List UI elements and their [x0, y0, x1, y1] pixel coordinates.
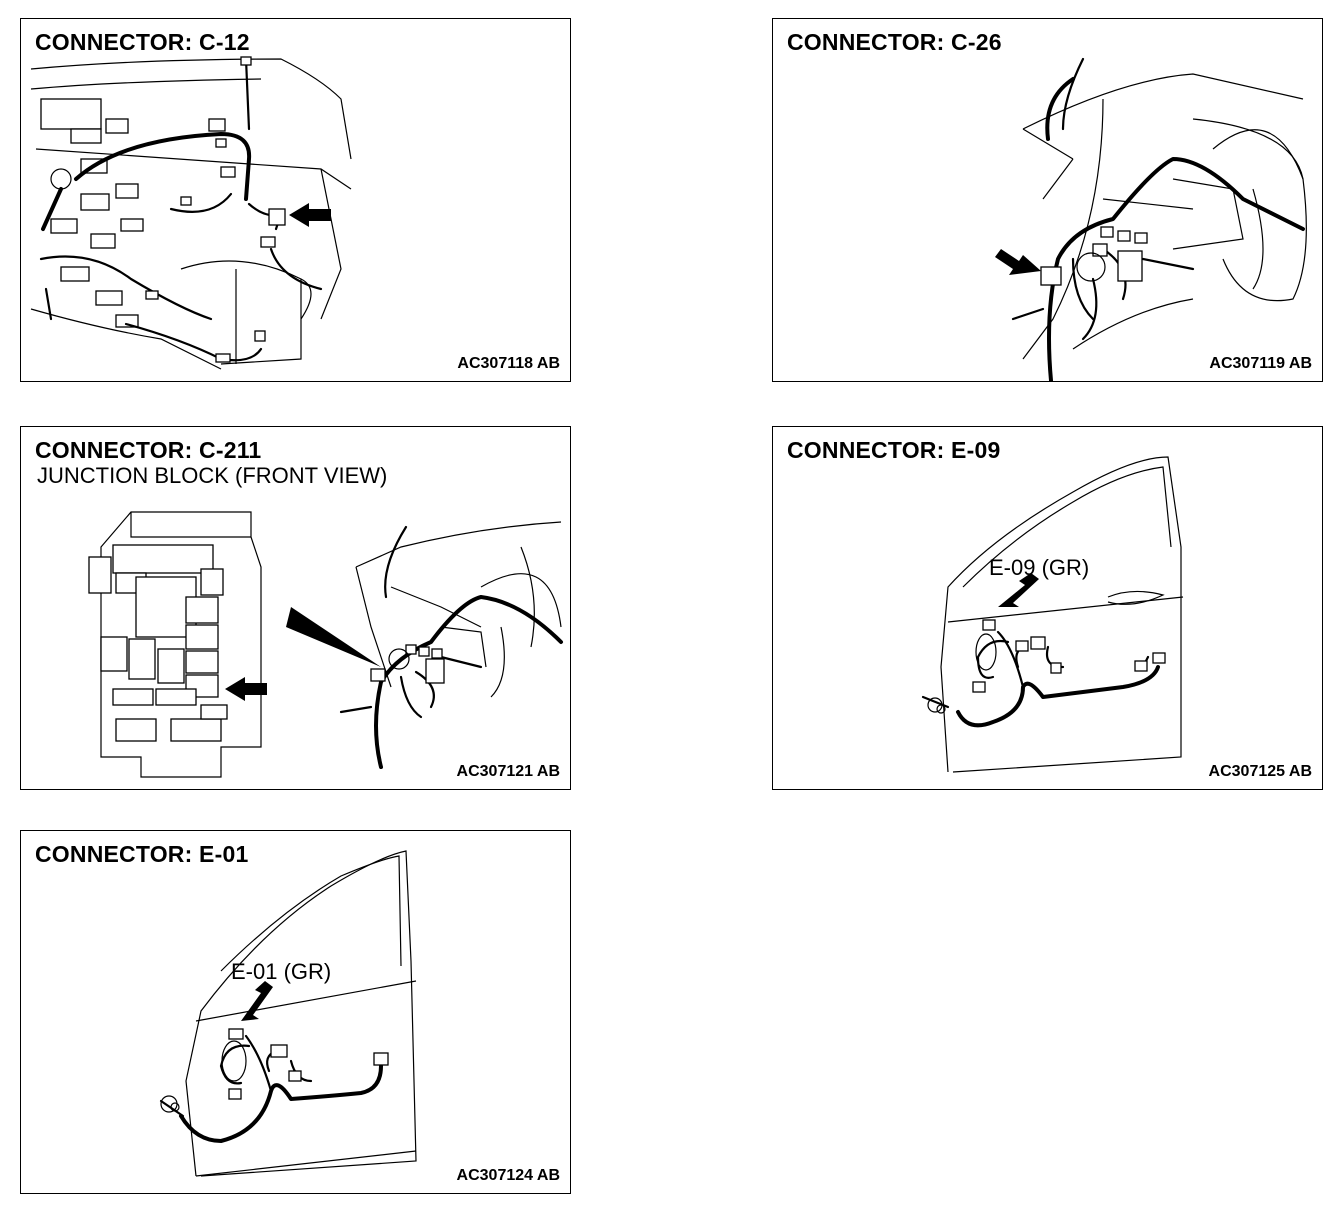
panel-title: CONNECTOR: C-12: [35, 29, 250, 55]
figure-code: AC307124 AB: [456, 1167, 560, 1184]
dashboard-harness-illustration: [30, 56, 352, 370]
rear-door-harness-illustration: [921, 456, 1184, 773]
figure-code: AC307118 AB: [457, 355, 560, 372]
figure-code: AC307125 AB: [1208, 763, 1312, 780]
panel-connector-c211: CONNECTOR: C-211 JUNCTION BLOCK (FRONT V…: [20, 426, 571, 790]
panel-connector-e01: CONNECTOR: E-01 E-01 (GR) AC307124 AB: [20, 830, 571, 1194]
panel-subtitle: JUNCTION BLOCK (FRONT VIEW): [37, 463, 388, 488]
panel-connector-e09: CONNECTOR: E-09 E-09 (GR) AC307125 AB: [772, 426, 1323, 790]
junction-block-illustration: [88, 511, 563, 778]
panel-title: CONNECTOR: C-211: [35, 437, 262, 463]
figure-code: AC307119 AB: [1209, 355, 1312, 372]
panel-connector-c12: CONNECTOR: C-12 AC307118 AB: [20, 18, 571, 382]
panel-connector-c26: CONNECTOR: C-26 AC307119 AB: [772, 18, 1323, 382]
panel-title: CONNECTOR: E-09: [787, 437, 1001, 463]
front-door-harness-illustration: [159, 850, 417, 1177]
figure-code: AC307121 AB: [456, 763, 560, 780]
connector-callout: E-09 (GR): [989, 555, 1090, 580]
connector-callout: E-01 (GR): [231, 959, 332, 984]
panel-title: CONNECTOR: C-26: [787, 29, 1002, 55]
panel-title: CONNECTOR: E-01: [35, 841, 249, 867]
dash-side-harness-illustration: [995, 57, 1307, 381]
